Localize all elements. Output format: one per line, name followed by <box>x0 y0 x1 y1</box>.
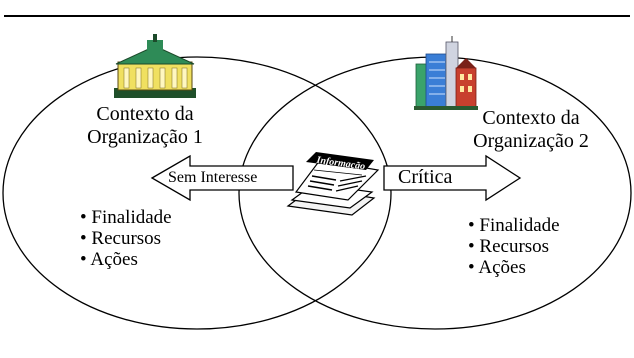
org2-title: Contexto da Organização 2 <box>446 107 616 153</box>
org1-circle <box>2 56 392 330</box>
newspaper-icon: Informação <box>286 152 380 216</box>
org2-bullet-acoes: • Ações <box>468 257 526 278</box>
org2-title-line1: Contexto da <box>482 107 580 129</box>
org1-bullet-acoes: • Ações <box>80 249 138 270</box>
classical-building-icon <box>114 34 196 98</box>
org2-title-line2: Organização 2 <box>473 130 589 152</box>
org1-title-line1: Contexto da <box>96 103 194 125</box>
left-arrow-label: Sem Interesse <box>168 169 258 186</box>
org1-bullet-finalidade: • Finalidade <box>80 207 172 228</box>
city-buildings-icon <box>414 36 478 110</box>
org2-bullet-finalidade: • Finalidade <box>468 215 560 236</box>
org1-bullet-recursos: • Recursos <box>80 228 162 249</box>
right-arrow-label: Crítica <box>398 166 453 188</box>
left-arrow <box>150 154 294 202</box>
org2-bullet-recursos: • Recursos <box>468 236 550 257</box>
org1-bullet-list: • Finalidade • Recursos • Ações <box>80 207 172 270</box>
org1-title-line2: Organização 1 <box>87 126 203 148</box>
org1-title: Contexto da Organização 1 <box>60 103 230 149</box>
right-arrow <box>383 154 522 202</box>
org2-bullet-list: • Finalidade • Recursos • Ações <box>468 215 560 278</box>
